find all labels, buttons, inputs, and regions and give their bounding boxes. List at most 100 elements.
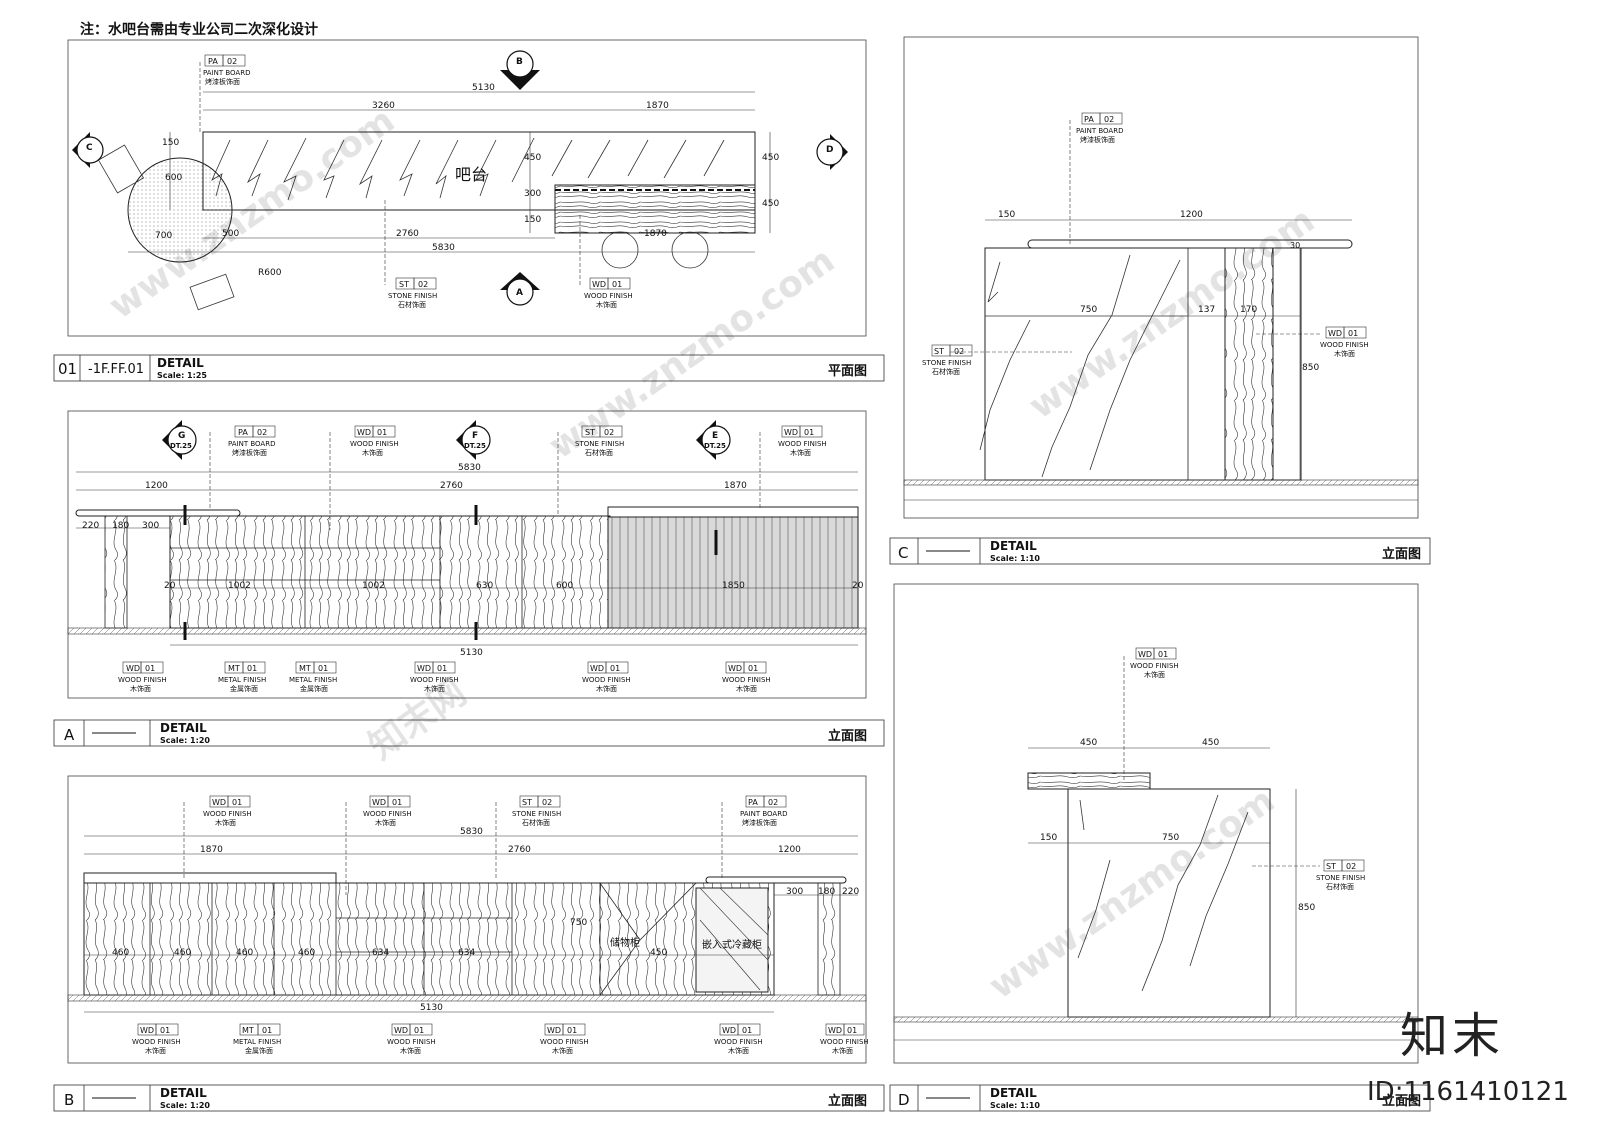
svg-text:2760: 2760	[508, 845, 531, 855]
svg-text:DT.25: DT.25	[170, 442, 192, 450]
svg-text:Scale: 1:20: Scale: 1:20	[160, 1101, 210, 1110]
svg-text:WD: WD	[212, 798, 226, 807]
svg-text:-1F.FF.01: -1F.FF.01	[88, 362, 144, 377]
svg-text:460: 460	[236, 948, 253, 958]
svg-text:木饰面: 木饰面	[736, 684, 757, 693]
svg-text:01: 01	[414, 1026, 424, 1035]
svg-text:WOOD FINISH: WOOD FINISH	[1130, 662, 1179, 670]
svg-text:1870: 1870	[724, 481, 747, 491]
plan-tag-stone: ST 02 STONE FINISH 石材饰面	[384, 200, 437, 309]
svg-text:460: 460	[112, 948, 129, 958]
svg-text:www.znzmo.com: www.znzmo.com	[1022, 200, 1323, 428]
svg-text:ST: ST	[399, 280, 409, 289]
elev-d-title-bar: D DETAIL Scale: 1:10 立面图	[889, 1084, 1431, 1112]
svg-text:木饰面: 木饰面	[424, 684, 445, 693]
svg-text:平面图: 平面图	[828, 364, 867, 379]
svg-text:750: 750	[570, 918, 587, 928]
svg-text:WD: WD	[828, 1026, 842, 1035]
svg-text:ST: ST	[1326, 862, 1336, 871]
svg-text:木饰面: 木饰面	[145, 1046, 166, 1055]
svg-text:WD: WD	[372, 798, 386, 807]
plan-dim-radius: R600	[258, 268, 282, 278]
svg-text:烤漆板饰面: 烤漆板饰面	[1080, 135, 1115, 144]
svg-text:A: A	[64, 726, 75, 744]
plan-dim-table: 500	[222, 229, 239, 239]
section-marker-a: A	[500, 272, 540, 306]
fridge-label: 嵌入式冷藏柜	[702, 938, 762, 951]
svg-text:木饰面: 木饰面	[552, 1046, 573, 1055]
svg-text:木饰面: 木饰面	[362, 448, 383, 457]
svg-text:01: 01	[612, 280, 622, 289]
svg-text:PAINT BOARD: PAINT BOARD	[740, 810, 787, 818]
svg-text:WOOD FINISH: WOOD FINISH	[540, 1038, 589, 1046]
elev-b-dim-total: 5830	[460, 827, 483, 837]
svg-text:STONE FINISH: STONE FINISH	[512, 810, 561, 818]
svg-text:600: 600	[556, 581, 573, 591]
svg-text:石材饰面: 石材饰面	[585, 448, 613, 457]
svg-text:DETAIL: DETAIL	[990, 539, 1037, 553]
svg-text:WOOD FINISH: WOOD FINISH	[350, 440, 399, 448]
svg-text:WOOD FINISH: WOOD FINISH	[132, 1038, 181, 1046]
svg-text:WOOD FINISH: WOOD FINISH	[778, 440, 827, 448]
svg-text:DETAIL: DETAIL	[160, 1086, 207, 1100]
section-marker-b: B	[500, 50, 540, 90]
plan-dim-total: 5130	[472, 83, 495, 93]
svg-text:1200: 1200	[1180, 210, 1203, 220]
svg-text:PAINT BOARD: PAINT BOARD	[1076, 127, 1123, 135]
svg-text:01: 01	[247, 664, 257, 673]
svg-text:1200: 1200	[145, 481, 168, 491]
elev-c-title-bar: C DETAIL Scale: 1:10 立面图	[889, 537, 1431, 565]
svg-text:PA: PA	[208, 57, 218, 66]
svg-text:01: 01	[318, 664, 328, 673]
svg-text:750: 750	[1080, 305, 1097, 315]
svg-text:02: 02	[954, 347, 964, 356]
svg-text:01: 01	[567, 1026, 577, 1035]
svg-text:01: 01	[232, 798, 242, 807]
svg-text:PA: PA	[748, 798, 758, 807]
plan-dim-left: 3260	[372, 101, 395, 111]
svg-text:WD: WD	[1328, 329, 1342, 338]
svg-text:立面图: 立面图	[828, 1093, 867, 1109]
svg-text:1200: 1200	[778, 845, 801, 855]
svg-text:02: 02	[542, 798, 552, 807]
svg-text:WD: WD	[126, 664, 140, 673]
svg-text:02: 02	[1346, 862, 1356, 871]
svg-text:石材饰面: 石材饰面	[522, 818, 550, 827]
svg-text:300: 300	[142, 521, 159, 531]
svg-text:01: 01	[377, 428, 387, 437]
svg-text:MT: MT	[242, 1026, 254, 1035]
svg-text:450: 450	[650, 948, 667, 958]
plan-dim-right-b: 450	[762, 199, 779, 209]
svg-text:木饰面: 木饰面	[375, 818, 396, 827]
svg-text:立面图: 立面图	[1382, 1093, 1421, 1109]
svg-text:WD: WD	[784, 428, 798, 437]
svg-text:DT.25: DT.25	[464, 442, 486, 450]
svg-text:木饰面: 木饰面	[596, 684, 617, 693]
svg-text:180: 180	[818, 887, 835, 897]
svg-text:STONE FINISH: STONE FINISH	[388, 292, 437, 300]
svg-text:木饰面: 木饰面	[1334, 349, 1355, 358]
svg-text:WD: WD	[592, 280, 606, 289]
svg-text:木饰面: 木饰面	[832, 1046, 853, 1055]
svg-text:METAL FINISH: METAL FINISH	[289, 676, 337, 684]
svg-text:ST: ST	[585, 428, 595, 437]
svg-text:WD: WD	[357, 428, 371, 437]
svg-text:220: 220	[842, 887, 859, 897]
svg-text:木饰面: 木饰面	[400, 1046, 421, 1055]
svg-text:01: 01	[58, 360, 77, 378]
svg-text:石材饰面: 石材饰面	[932, 367, 960, 376]
svg-text:WD: WD	[394, 1026, 408, 1035]
brand-logo: 知末	[1400, 1008, 1505, 1064]
svg-text:Scale: 1:10: Scale: 1:10	[990, 554, 1040, 563]
svg-text:30: 30	[1290, 241, 1300, 250]
plan-title-bar: 01 -1F.FF.01 DETAIL Scale: 1:25 平面图	[53, 354, 885, 382]
plan-dim-depth-a: 450	[524, 153, 541, 163]
svg-text:C: C	[898, 544, 908, 562]
svg-text:137: 137	[1198, 305, 1215, 315]
svg-text:木饰面: 木饰面	[215, 818, 236, 827]
